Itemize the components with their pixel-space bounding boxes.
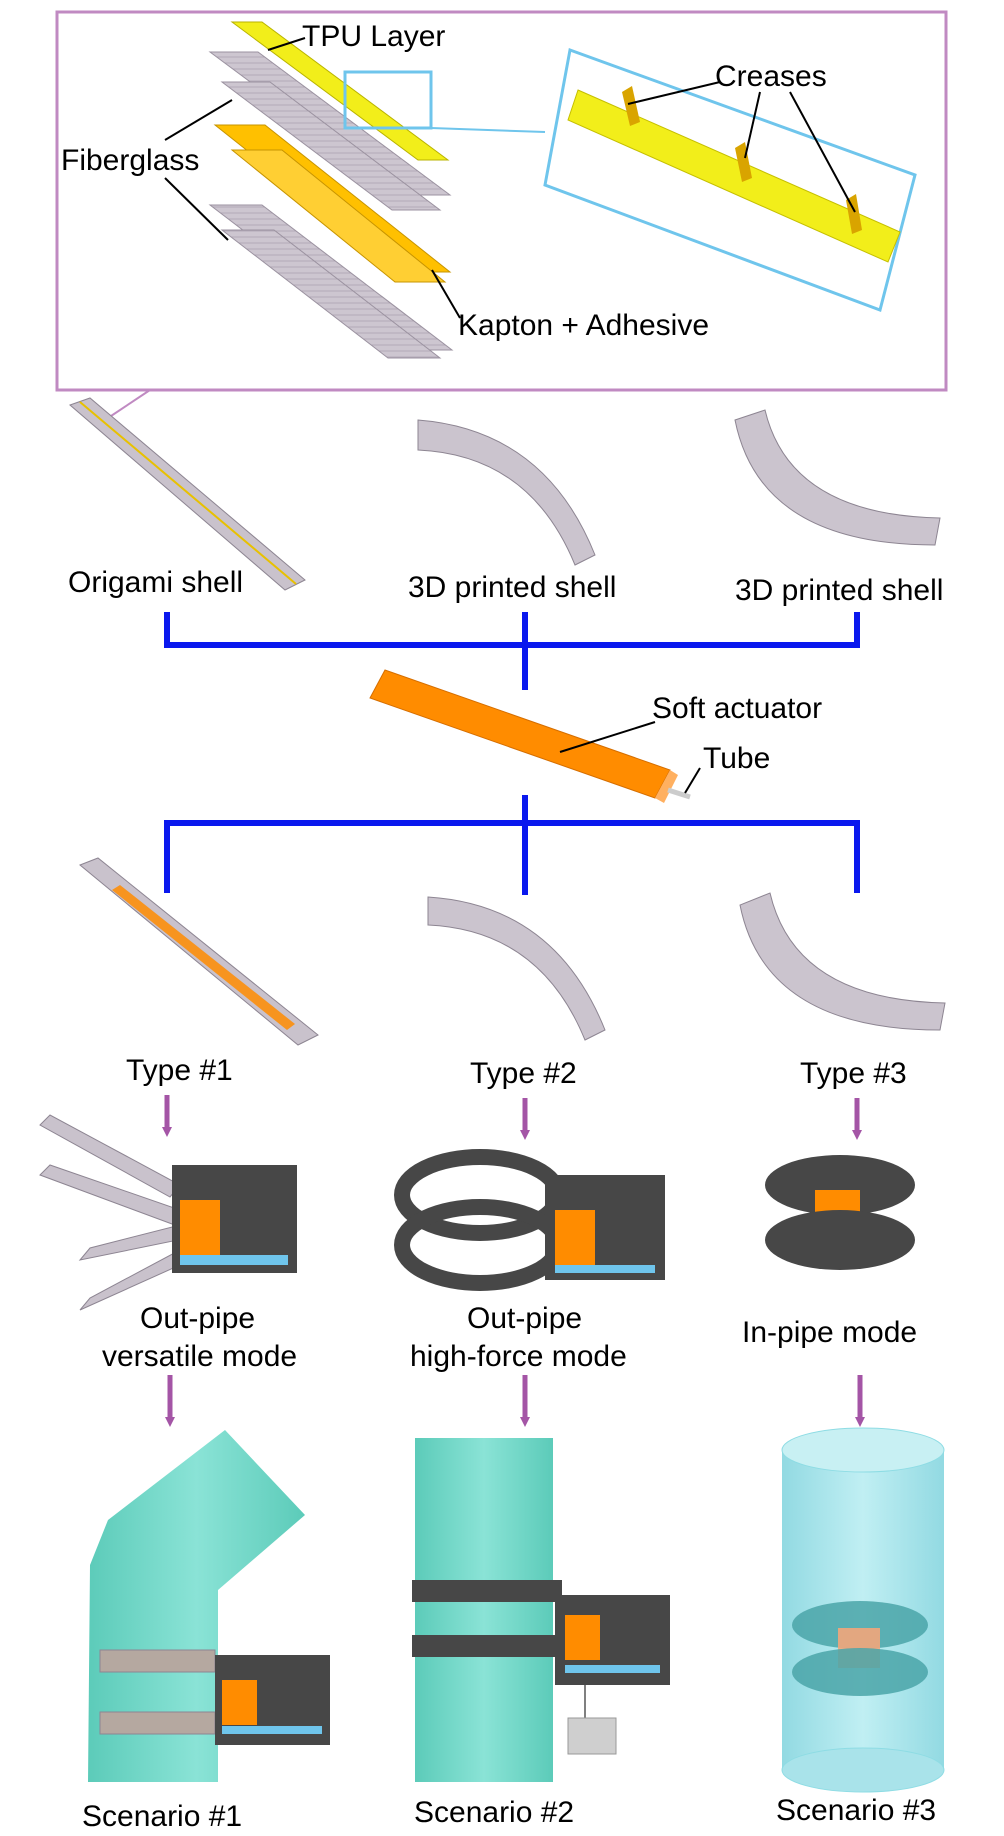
scenario-3-ring-top <box>792 1601 928 1649</box>
printed-shell-2 <box>734 409 941 546</box>
scenario-2-illustration <box>412 1438 670 1782</box>
finger-4 <box>79 1249 181 1311</box>
leader-fiberglass-bottom <box>164 177 229 241</box>
scenario-1-illustration <box>88 1430 330 1782</box>
label-soft-actuator: Soft actuator <box>652 692 822 725</box>
crease-1 <box>622 86 640 126</box>
layer-stack-inset: TPU Layer Fiberglass Creases Kapton + Ad… <box>55 10 948 392</box>
soft-actuator-group: Soft actuator Tube <box>369 669 822 803</box>
ring-bottom <box>394 1199 566 1291</box>
type-3-shell <box>739 892 946 1031</box>
leader-crease-1 <box>627 81 721 105</box>
label-shell-1: Origami shell <box>68 566 243 599</box>
scenario-2-band-bottom <box>412 1635 562 1657</box>
inset-to-shell-line <box>107 389 151 419</box>
label-scenario-1: Scenario #1 <box>82 1800 242 1833</box>
connector-bottom-bracket <box>164 820 860 893</box>
connector-top-bracket <box>164 612 860 648</box>
tpu-strip-zoomed <box>567 89 901 263</box>
crease-zoom-frame <box>343 70 433 130</box>
glass-pipe-bottom <box>781 1747 945 1793</box>
scenario-1-battery <box>222 1726 322 1734</box>
straight-pipe <box>415 1438 553 1782</box>
glass-pipe-top <box>781 1427 945 1473</box>
gripper-actuator-1 <box>180 1200 220 1255</box>
tpu-layer-strip <box>230 21 450 161</box>
bent-pipe <box>88 1430 305 1782</box>
label-mode-3: In-pipe mode <box>742 1316 917 1349</box>
gripper-battery-2 <box>555 1265 655 1273</box>
inset-frame <box>55 10 948 392</box>
leader-soft-actuator <box>559 721 656 753</box>
label-type-2: Type #2 <box>470 1057 577 1090</box>
label-scenario-2: Scenario #2 <box>414 1796 574 1829</box>
origami-shell-crease-line <box>79 401 297 585</box>
scenario-2-band-top <box>412 1580 562 1602</box>
fiberglass-sheet-bottom-band <box>220 229 442 359</box>
arrows-mode-to-scenario <box>165 1375 865 1427</box>
inpipe-ring-top <box>765 1155 915 1215</box>
leader-kapton <box>431 269 461 319</box>
leader-crease-3 <box>789 91 856 213</box>
label-shell-3: 3D printed shell <box>735 574 943 607</box>
scenario-1-finger-top <box>99 1649 216 1673</box>
versatile-gripper <box>39 1114 297 1311</box>
label-scenario-3: Scenario #3 <box>776 1794 936 1827</box>
finger-1 <box>39 1114 181 1198</box>
crease-2 <box>735 142 752 182</box>
scenario-3-ring-bottom <box>792 1648 928 1696</box>
inpipe-ring-bottom <box>765 1210 915 1270</box>
label-fiberglass: Fiberglass <box>61 144 199 177</box>
label-tube: Tube <box>703 742 770 775</box>
arrows-type-to-mode <box>162 1095 862 1140</box>
label-kapton-adhesive: Kapton + Adhesive <box>458 309 709 342</box>
leader-tube <box>684 767 701 794</box>
finger-3 <box>78 1224 181 1261</box>
printed-shell-1 <box>417 419 596 566</box>
fiberglass-sheet-top-band <box>220 81 442 211</box>
origami-shell <box>69 397 306 591</box>
label-mode-1-line2: versatile mode <box>102 1340 297 1373</box>
tube <box>667 787 691 800</box>
leader-tpu <box>267 37 306 51</box>
scenario-row: Scenario #1 Scenario #2 Scenario #3 <box>82 1427 945 1833</box>
in-pipe-gripper <box>765 1155 915 1270</box>
crease-zoom-panel <box>543 47 917 312</box>
label-shell-2: 3D printed shell <box>408 571 616 604</box>
label-type-1: Type #1 <box>126 1054 233 1087</box>
kapton-layer-band <box>230 149 447 283</box>
gripper-battery-1 <box>180 1255 288 1265</box>
layer-stack-illustration <box>208 21 454 359</box>
mode-row: Out-pipe versatile mode Out-pipe high-fo… <box>39 1114 917 1373</box>
gripper-actuator-2 <box>555 1210 595 1265</box>
type-row: Type #1 Type #2 Type #3 <box>79 857 946 1090</box>
shell-row: Origami shell 3D printed shell 3D printe… <box>68 397 943 607</box>
soft-actuator-end <box>655 770 678 803</box>
soft-actuator <box>369 669 671 799</box>
leader-fiberglass-top <box>164 99 233 141</box>
scenario-2-weight <box>567 1717 617 1755</box>
label-tpu-layer: TPU Layer <box>302 20 445 53</box>
scenario-1-finger-bottom <box>99 1711 216 1735</box>
type-2-shell <box>427 896 606 1041</box>
high-force-gripper <box>394 1149 665 1291</box>
type-1-shell <box>79 857 319 1046</box>
connector-top <box>164 612 860 690</box>
type-1-actuator-inside <box>112 885 295 1030</box>
scenario-2-battery <box>565 1665 660 1673</box>
label-mode-2-line1: Out-pipe <box>467 1302 582 1335</box>
label-type-3: Type #3 <box>800 1057 907 1090</box>
label-creases: Creases <box>715 60 827 93</box>
zoom-connector <box>430 127 546 133</box>
scenario-2-actuator <box>565 1615 600 1660</box>
label-mode-2-line2: high-force mode <box>410 1340 627 1373</box>
connector-bottom <box>164 795 860 895</box>
leader-crease-2 <box>744 91 761 159</box>
scenario-3-illustration <box>781 1427 945 1793</box>
label-mode-1-line1: Out-pipe <box>140 1302 255 1335</box>
scenario-1-actuator <box>222 1680 257 1725</box>
